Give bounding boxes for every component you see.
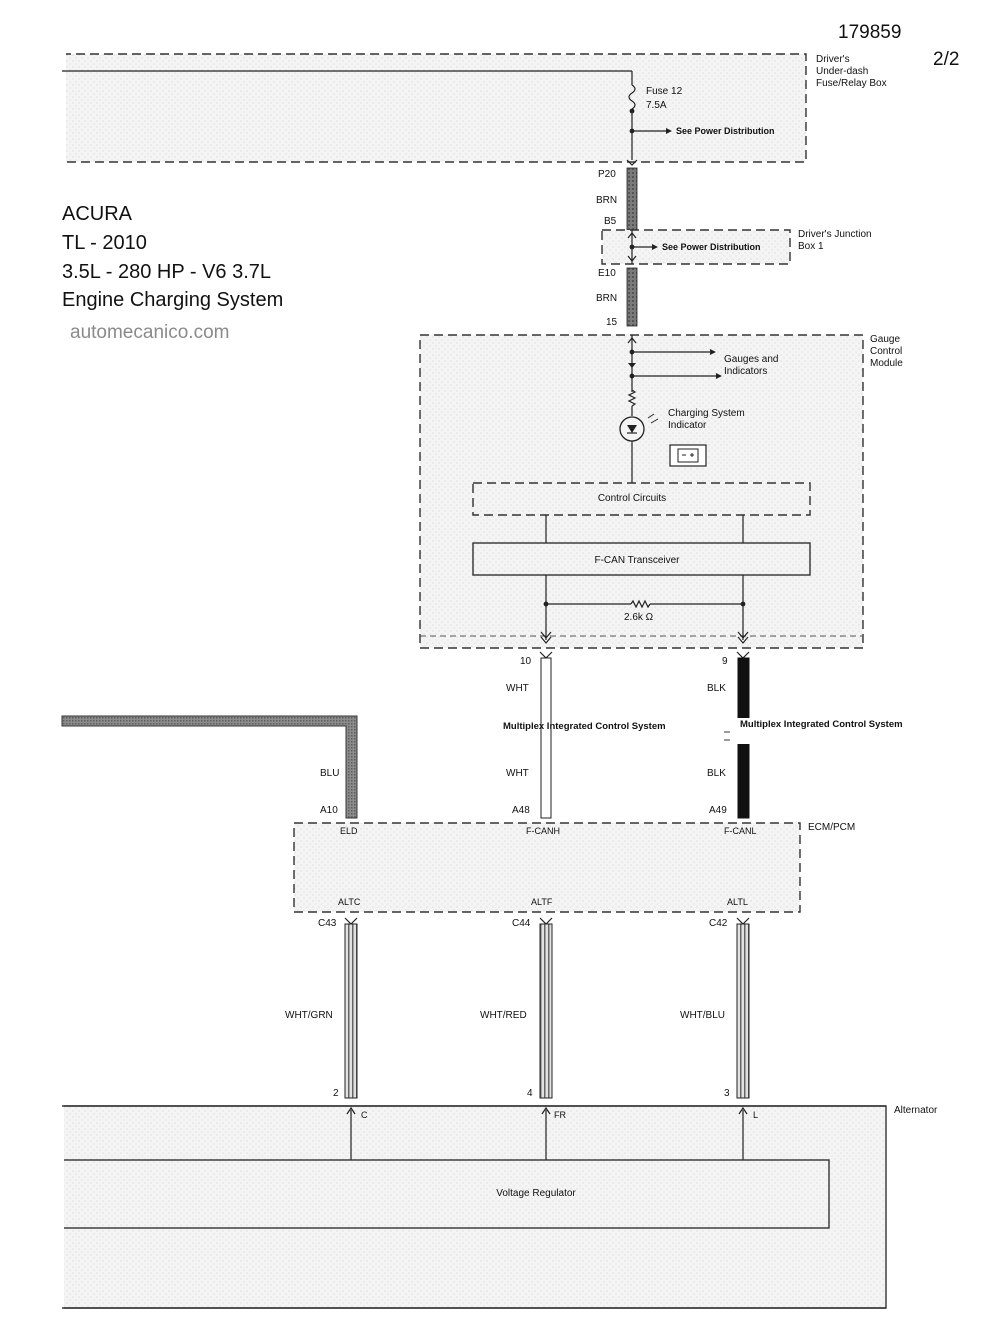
term-altc: ALTC	[338, 897, 361, 907]
can-wires: 10 WHT 9 BLK Multiplex Integrated Contro…	[503, 651, 903, 819]
brn-color-bottom: BRN	[596, 293, 617, 304]
wht-color-upper: WHT	[506, 683, 529, 694]
control-circuits-label: Control Circuits	[598, 493, 666, 504]
title-system: Engine Charging System	[62, 289, 283, 311]
control-circuits-box	[472, 482, 811, 516]
gauge-module-name-3: Module	[870, 358, 903, 369]
alternator-name: Alternator	[894, 1105, 938, 1116]
blu-wire: BLU	[61, 715, 358, 819]
title-make: ACURA	[62, 203, 133, 225]
wht-blu-color: WHT/BLU	[680, 1010, 725, 1021]
resistor-value: 2.6k Ω	[624, 612, 654, 623]
pin-c43: C43	[318, 918, 337, 929]
pin-3: 3	[724, 1088, 730, 1099]
term-fr: FR	[554, 1110, 566, 1120]
term-f-canl: F-CANL	[724, 826, 757, 836]
terminating-resistor	[630, 599, 651, 609]
title-model-year: TL - 2010	[62, 232, 147, 254]
ecm-name: ECM/PCM	[808, 822, 855, 833]
f-can-transceiver-box	[472, 542, 811, 576]
wht-red-color: WHT/RED	[480, 1010, 527, 1021]
gauges-label-1: Gauges and	[724, 354, 779, 365]
title-block: ACURA TL - 2010 3.5L - 280 HP - V6 3.7L …	[62, 203, 283, 343]
alternator-wires: WHT/GRN WHT/RED WHT/BLU 2 4 3	[285, 917, 750, 1099]
term-c: C	[361, 1110, 368, 1120]
term-altf: ALTF	[531, 897, 553, 907]
fuse-rating: 7.5A	[646, 100, 667, 111]
page-indicator: 2/2	[933, 49, 959, 70]
pin-a48: A48	[512, 805, 530, 816]
gauge-module-name-1: Gauge	[870, 334, 900, 345]
pin-b5: B5	[604, 216, 617, 227]
mics-label-left: Multiplex Integrated Control System	[503, 721, 666, 732]
indicator-label-2: Indicator	[668, 420, 707, 431]
battery-icon	[669, 444, 707, 467]
junction-box: See Power Distribution Driver's Junction…	[601, 229, 872, 265]
fuse-box-name-2: Under-dash	[816, 66, 868, 77]
blk-color-upper: BLK	[707, 683, 726, 694]
term-eld: ELD	[340, 826, 358, 836]
brn-color-top: BRN	[596, 195, 617, 206]
pin-15: 15	[606, 317, 618, 328]
pin-e10: E10	[598, 268, 616, 279]
term-f-canh: F-CANH	[526, 826, 560, 836]
pin-2: 2	[333, 1088, 339, 1099]
pin-c44: C44	[512, 918, 531, 929]
watermark: automecanico.com	[70, 322, 229, 343]
pin-a49: A49	[709, 805, 727, 816]
title-engine: 3.5L - 280 HP - V6 3.7L	[62, 261, 271, 283]
pin-10: 10	[520, 656, 532, 667]
alternator: Alternator C FR L Voltage Regulator	[56, 1100, 938, 1314]
jb-name-1: Driver's Junction	[798, 229, 872, 240]
fuse-power-ref: See Power Distribution	[676, 126, 775, 136]
fuse-box-name-1: Driver's	[816, 54, 850, 65]
voltage-regulator-box	[61, 1159, 830, 1229]
jb-power-ref: See Power Distribution	[662, 242, 761, 252]
fuse-name: Fuse 12	[646, 86, 683, 97]
brn-wire: P20 BRN B5 E10 BRN 15	[596, 159, 638, 328]
voltage-regulator-label: Voltage Regulator	[496, 1188, 576, 1199]
term-altl: ALTL	[727, 897, 748, 907]
gauge-control-module: Gauge Control Module Gauges and Indicato…	[419, 334, 903, 649]
mics-label-right: Multiplex Integrated Control System	[740, 719, 903, 730]
gauges-label-2: Indicators	[724, 366, 767, 377]
indicator-label-1: Charging System	[668, 408, 745, 419]
pin-p20: P20	[598, 169, 616, 180]
document-number: 179859	[838, 22, 901, 43]
f-can-transceiver-label: F-CAN Transceiver	[594, 555, 680, 566]
fuse-relay-box: Driver's Under-dash Fuse/Relay Box Fuse …	[56, 50, 887, 166]
blu-color: BLU	[320, 768, 339, 779]
pin-a10: A10	[320, 805, 338, 816]
fuse-box-name-3: Fuse/Relay Box	[816, 78, 887, 89]
wht-grn-color: WHT/GRN	[285, 1010, 333, 1021]
gauge-module-name-2: Control	[870, 346, 902, 357]
term-l: L	[753, 1110, 758, 1120]
blk-color-lower: BLK	[707, 768, 726, 779]
pin-c42: C42	[709, 918, 728, 929]
jb-name-2: Box 1	[798, 241, 824, 252]
ecm-pcm: ECM/PCM A10 A48 A49 ELD F-CANH F-CANL AL…	[293, 805, 855, 929]
fuse-symbol	[628, 84, 636, 110]
pin-9: 9	[722, 656, 728, 667]
pin-4: 4	[527, 1088, 533, 1099]
resistor-symbol	[627, 389, 637, 407]
wht-color-lower: WHT	[506, 768, 529, 779]
